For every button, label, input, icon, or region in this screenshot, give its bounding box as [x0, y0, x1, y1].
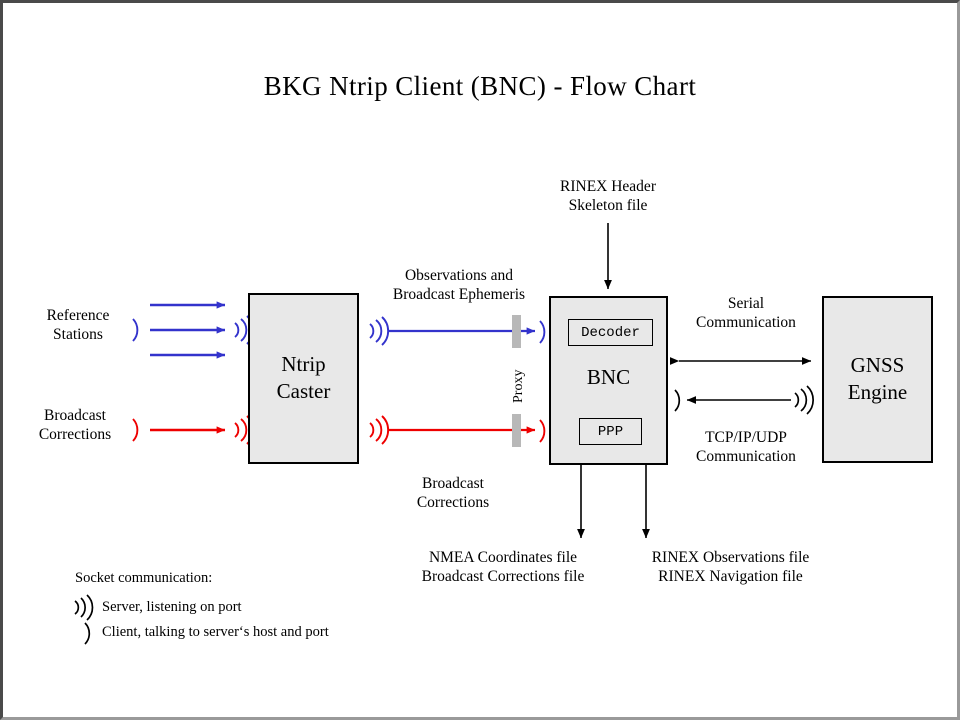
arrow-output-files	[577, 465, 650, 539]
proxy-bar-top	[512, 315, 521, 348]
arrow-reference-stations	[150, 301, 226, 359]
gnss-engine-box[interactable]: GNSS Engine	[822, 296, 933, 463]
gnss-engine-label-line1: GNSS	[850, 353, 905, 377]
legend-server-text: Server, listening on port	[102, 599, 242, 615]
client-socket-icon-reference-stations	[132, 318, 139, 342]
ntrip-caster-label-line2: Caster	[276, 379, 331, 403]
decoder-subbox[interactable]: Decoder	[568, 319, 653, 346]
server-socket-icon-gnss	[794, 385, 814, 415]
proxy-bar-bottom	[512, 414, 521, 447]
client-socket-icon-bnc-corr	[539, 419, 546, 443]
client-socket-icon-bnc-obs	[539, 320, 546, 344]
serial-communication-label: Serial Communication	[696, 295, 796, 331]
client-socket-icon-bnc-tcp	[674, 389, 681, 412]
ntrip-caster-label-line1: Ntrip	[281, 352, 326, 376]
legend-client-text: Client, talking to server‘s host and por…	[102, 624, 329, 640]
output-files-left-label: NMEA Coordinates file Broadcast Correcti…	[421, 549, 585, 585]
ntrip-caster-box[interactable]: Ntrip Caster	[248, 293, 359, 464]
gnss-engine-label-line2: Engine	[847, 380, 908, 404]
client-socket-icon-broadcast-corrections	[132, 418, 139, 442]
reference-stations-label: Reference Stations	[46, 307, 110, 343]
bnc-label: BNC	[586, 365, 631, 389]
legend-heading: Socket communication:	[75, 570, 213, 586]
observations-ephemeris-label: Observations and Broadcast Ephemeris	[392, 267, 526, 303]
tcpip-communication-label: TCP/IP/UDP Communication	[696, 429, 796, 465]
proxy-label: Proxy	[511, 369, 526, 403]
server-socket-icon-caster-out-corr	[369, 415, 390, 445]
broadcast-corrections-out-label: Broadcast Corrections	[416, 475, 490, 511]
output-files-right-label: RINEX Observations file RINEX Navigation…	[651, 549, 810, 585]
page-title: BKG Ntrip Client (BNC) - Flow Chart	[263, 71, 697, 101]
legend-server-socket-icon	[74, 594, 94, 621]
server-socket-icon-caster-out-obs	[369, 316, 390, 346]
rinex-header-skeleton-label: RINEX Header Skeleton file	[560, 178, 656, 214]
bnc-box[interactable]: Decoder BNC PPP	[549, 296, 668, 465]
broadcast-corrections-in-label: Broadcast Corrections	[38, 407, 112, 443]
flow-chart-canvas: BKG Ntrip Client (BNC) - Flow Chart	[3, 3, 957, 717]
ppp-subbox[interactable]: PPP	[579, 418, 642, 445]
legend-client-socket-icon	[84, 622, 91, 645]
